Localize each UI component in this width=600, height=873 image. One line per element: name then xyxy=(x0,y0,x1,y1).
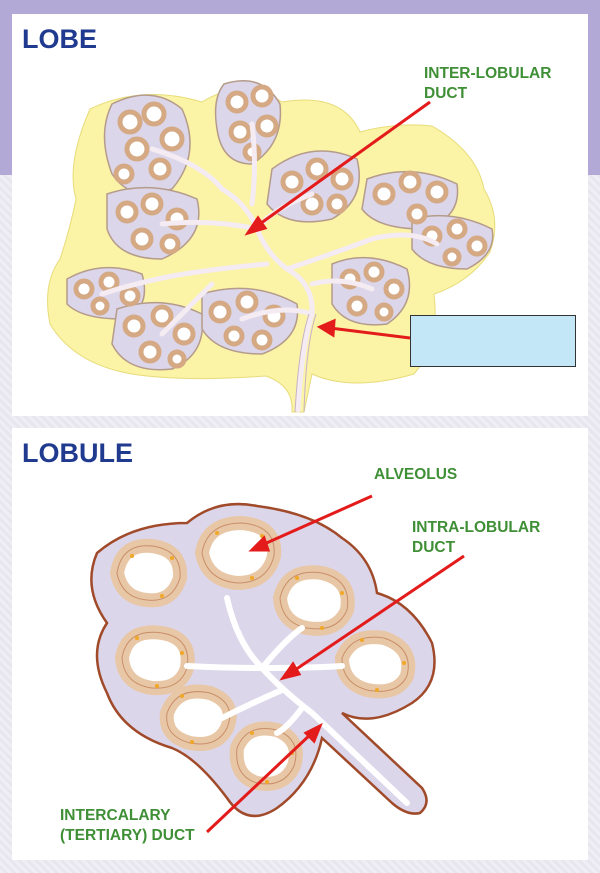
answer-box[interactable] xyxy=(410,315,576,367)
lobule-illustration xyxy=(12,428,588,860)
lobule-panel: LOBULE ALVEOLUS INTRA-LOBULAR DUCT INTER… xyxy=(12,428,588,860)
label-alveolus: ALVEOLUS xyxy=(374,465,457,485)
lobule-title: LOBULE xyxy=(22,438,133,469)
label-intercalary-duct: INTERCALARY (TERTIARY) DUCT xyxy=(60,806,195,846)
label-intra-lobular-duct: INTRA-LOBULAR DUCT xyxy=(412,518,540,558)
lobe-title: LOBE xyxy=(22,24,97,55)
label-inter-lobular-duct: INTER-LOBULAR DUCT xyxy=(424,64,551,104)
lobe-panel: LOBE INTER-LOBULAR DUCT xyxy=(12,14,588,416)
